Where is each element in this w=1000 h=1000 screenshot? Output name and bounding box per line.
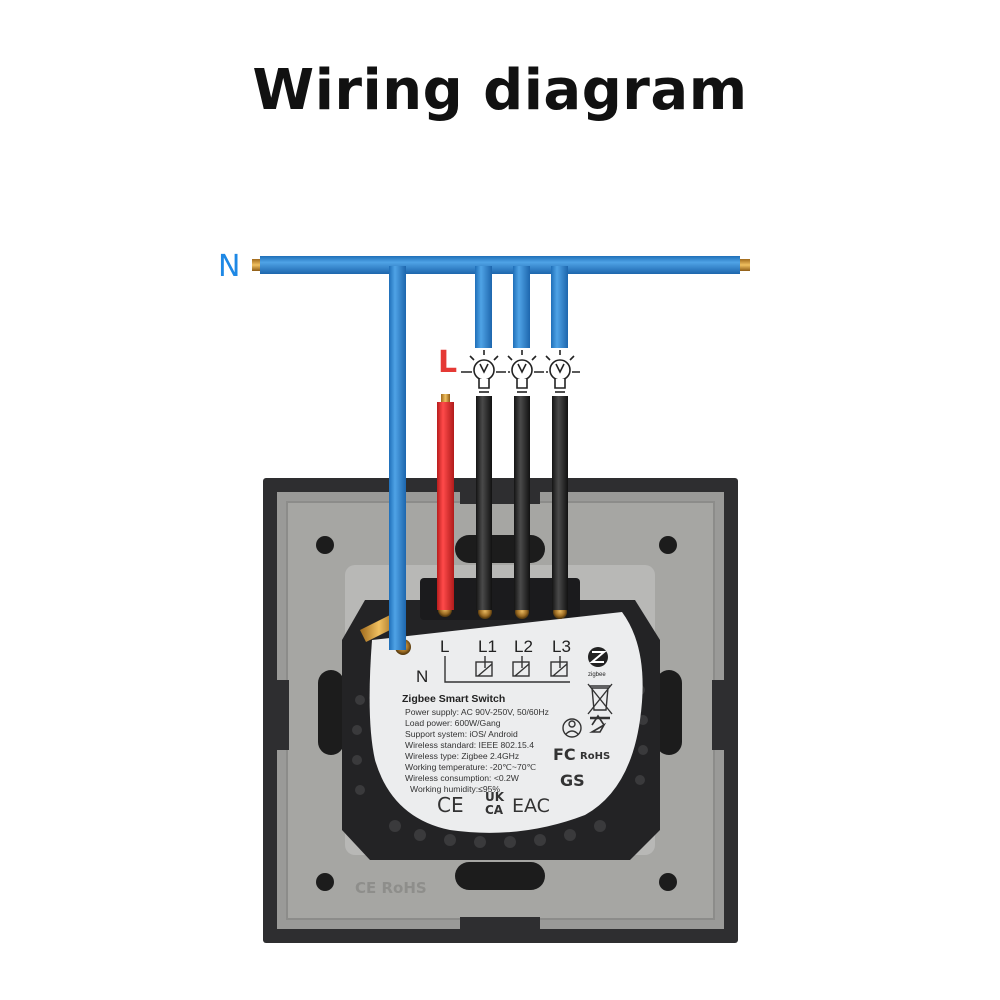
mounting-hole bbox=[316, 536, 334, 554]
fc-mark: FC bbox=[553, 745, 576, 764]
live-label: L bbox=[438, 345, 457, 380]
mounting-slot bbox=[455, 535, 545, 563]
rohs-mark: RoHS bbox=[580, 751, 610, 762]
ce-mark: CE bbox=[437, 793, 464, 817]
frame-emboss-mark: CE RoHS bbox=[355, 879, 427, 897]
live-wire bbox=[437, 402, 454, 610]
load-wire-l1 bbox=[476, 396, 492, 610]
lamp-bulb-2 bbox=[507, 350, 544, 393]
mounting-hole bbox=[659, 873, 677, 891]
zigbee-logo-text: zigbee bbox=[588, 672, 606, 678]
terminal-label-l2: L2 bbox=[514, 637, 533, 656]
eac-mark: EAC bbox=[512, 795, 550, 817]
spec-wireless-type: Wireless type: Zigbee 2.4GHz bbox=[405, 751, 519, 761]
load-wire-l2 bbox=[514, 396, 530, 610]
live-wire-copper bbox=[441, 394, 450, 404]
terminal-label-l3: L3 bbox=[552, 637, 571, 656]
frame-notch-right bbox=[712, 680, 724, 750]
internal-circuit bbox=[444, 656, 570, 683]
switch-module: L L1 L2 L3 N zigbee Zigbee Smart Switch … bbox=[342, 565, 660, 860]
spec-working-temperature: Working temperature: -20℃~70℃ bbox=[405, 762, 537, 772]
lamp1-neutral-wire bbox=[475, 266, 492, 348]
wires bbox=[252, 256, 750, 650]
gs-mark: GS bbox=[560, 771, 585, 790]
page-title: Wiring diagram bbox=[252, 58, 748, 123]
mounting-hole bbox=[316, 873, 334, 891]
recycle-icon bbox=[589, 714, 607, 733]
terminal-label-n: N bbox=[416, 667, 428, 686]
spec-support-system: Support system: iOS/ Android bbox=[405, 729, 518, 739]
neutral-bus-copper-left bbox=[252, 259, 262, 271]
lamp-bulb-3 bbox=[545, 350, 580, 393]
spec-wireless-standard: Wireless standard: IEEE 802.15.4 bbox=[405, 740, 534, 750]
neutral-label: N bbox=[218, 249, 240, 284]
spec-wireless-consumption: Wireless consumption: <0.2W bbox=[405, 773, 520, 783]
neutral-drop-wire bbox=[389, 266, 406, 650]
lamp2-neutral-wire bbox=[513, 266, 530, 348]
neutral-terminal-clamp bbox=[360, 614, 398, 642]
frame-notch-bottom bbox=[460, 917, 540, 929]
frame-notch-left bbox=[277, 680, 289, 750]
terminal-label-l: L bbox=[440, 637, 449, 656]
mounting-slot bbox=[656, 670, 682, 755]
neutral-bus-wire bbox=[260, 256, 740, 274]
spec-working-humidity: Working humidity:≤95% bbox=[410, 784, 500, 794]
ukca-mark-bottom: CA bbox=[485, 803, 504, 817]
ukca-mark-top: UK bbox=[485, 790, 505, 804]
zigbee-logo: zigbee bbox=[588, 647, 608, 678]
lamp3-neutral-wire bbox=[551, 266, 568, 348]
child-safety-icon bbox=[562, 718, 582, 738]
lamp-bulbs bbox=[461, 350, 580, 393]
neutral-bus-copper-right bbox=[738, 259, 750, 271]
terminal-block bbox=[420, 578, 580, 620]
module-label bbox=[369, 612, 643, 833]
mounting-slot bbox=[455, 862, 545, 890]
mounting-slot bbox=[318, 670, 344, 755]
terminal-label-l1: L1 bbox=[478, 637, 497, 656]
spec-load-power: Load power: 600W/Gang bbox=[405, 718, 501, 728]
spec-power-supply: Power supply: AC 90V-250V, 50/60Hz bbox=[405, 707, 549, 717]
lamp-bulb-1 bbox=[461, 350, 506, 393]
mounting-hole bbox=[659, 536, 677, 554]
load-wire-l3 bbox=[552, 396, 568, 610]
spec-title: Zigbee Smart Switch bbox=[402, 693, 505, 705]
